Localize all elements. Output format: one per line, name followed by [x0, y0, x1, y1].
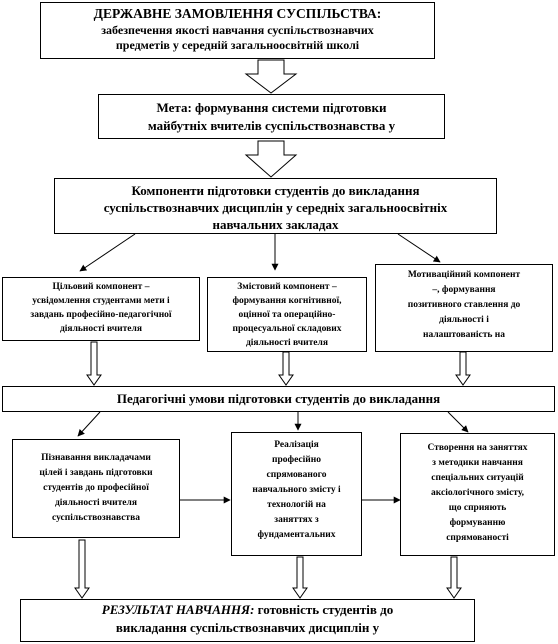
goal-line2: майбутніх вчителів суспільствознавства у [147, 118, 396, 133]
components-box: Компоненти підготовки студентів до викла… [54, 178, 497, 234]
arrow-to-motivation [397, 233, 441, 263]
motivation-component-box: Мотиваційний компонент –, формування поз… [375, 264, 553, 352]
condition-3-line6: формуванню [449, 518, 506, 528]
components-line1: Компоненти підготовки студентів до викла… [131, 183, 420, 198]
condition-2-line7: фундаментальних [257, 530, 336, 540]
small-arrow-5 [292, 556, 308, 599]
condition-3-line2: з методики навчання [432, 458, 523, 468]
condition-1-line1: Пізнавання викладачами [41, 453, 151, 463]
goal-box: Мета: формування системи підготовки майб… [98, 94, 445, 139]
state-order-box: ДЕРЖАВНЕ ЗАМОВЛЕННЯ СУСПІЛЬСТВА: забезпе… [40, 2, 435, 59]
condition-2-box: Реалізація професійно спрямованого навча… [231, 432, 362, 556]
arrow-to-cond-3 [447, 411, 469, 433]
small-arrow-3 [455, 351, 471, 386]
result-title: РЕЗУЛЬТАТ НАВЧАННЯ: [101, 602, 255, 617]
condition-3-line3: спеціальних ситуацій [431, 473, 524, 483]
state-order-line1: забезпечення якості навчання суспільство… [101, 23, 374, 37]
target-component-line1: Цільовий компонент – [52, 282, 150, 292]
condition-2-line5: технологій на [267, 500, 326, 510]
condition-2-line3: спрямованого [266, 470, 327, 480]
goal-line1: Мета: формування системи підготовки [156, 100, 387, 115]
result-line1: РЕЗУЛЬТАТ НАВЧАННЯ: готовність студентів… [21, 603, 474, 617]
content-component-line5: діяльності вчителя [245, 338, 328, 348]
target-component-box: Цільовий компонент – усвідомлення студен… [2, 277, 200, 341]
content-component-line4: процесуальної складових [232, 324, 342, 334]
condition-2-line4: навчального змісту і [252, 485, 341, 495]
result-line2: викладання суспільствознавчих дисциплін … [115, 620, 380, 635]
result-title-rest: готовність студентів до [254, 602, 394, 617]
target-component-line3: завдань професійно-педагогічної [30, 310, 172, 320]
content-component-line1: Змістовий компонент – [237, 282, 337, 292]
components-line3: навчальних закладах [212, 217, 339, 232]
motivation-component-line5: налаштованість на [423, 330, 505, 340]
small-arrow-6 [446, 556, 462, 599]
content-component-line2: формування когнітивної, [232, 296, 342, 306]
arrow-to-target [79, 233, 136, 272]
condition-3-line4: аксіологічного змісту, [430, 488, 524, 498]
condition-2-line6: заняттях з [274, 515, 319, 525]
block-arrow-2 [244, 140, 298, 178]
motivation-component-line3: позитивного ставлення до [407, 300, 521, 310]
condition-1-line2: цілей і завдань підготовки [39, 468, 153, 478]
components-line2: суспільствознавчих дисциплін у середніх … [103, 200, 448, 215]
condition-1-line4: діяльності вчителя [54, 498, 137, 508]
condition-3-line5: що сприяють [448, 503, 507, 513]
condition-3-line7: спрямованості [446, 533, 509, 543]
arrow-to-cond-1 [77, 411, 101, 437]
condition-2-line2: професійно [272, 455, 321, 465]
result-box: РЕЗУЛЬТАТ НАВЧАННЯ: готовність студентів… [20, 599, 475, 642]
content-component-box: Змістовий компонент – формування когніти… [207, 277, 367, 352]
condition-3-box: Створення на заняттях з методики навчанн… [400, 433, 555, 556]
state-order-line2: предметів у середній загальноосвітній шк… [115, 38, 360, 52]
state-order-title: ДЕРЖАВНЕ ЗАМОВЛЕННЯ СУСПІЛЬСТВА: [93, 6, 382, 21]
condition-3-line1: Створення на заняттях [427, 443, 528, 453]
content-component-line3: оцінної та операційно- [238, 310, 336, 320]
condition-1-box: Пізнавання викладачами цілей і завдань п… [12, 439, 180, 538]
condition-1-line3: студентів до професійної [43, 483, 149, 493]
target-component-line4: діяльності вчителя [59, 324, 142, 334]
small-arrow-2 [278, 351, 294, 386]
conditions-label: Педагогічні умови підготовки студентів д… [116, 391, 441, 406]
motivation-component-line1: Мотиваційний компонент [407, 270, 521, 280]
small-arrow-4 [74, 539, 90, 599]
target-component-line2: усвідомлення студентами мети і [32, 296, 170, 306]
motivation-component-line4: діяльності і [439, 315, 489, 325]
condition-2-line1: Реалізація [274, 440, 319, 450]
block-arrow-1 [244, 59, 298, 94]
small-arrow-1 [86, 341, 102, 386]
motivation-component-line2: –, формування [432, 285, 496, 295]
condition-1-line5: суспільствознавства [52, 513, 140, 523]
conditions-box: Педагогічні умови підготовки студентів д… [2, 386, 555, 412]
